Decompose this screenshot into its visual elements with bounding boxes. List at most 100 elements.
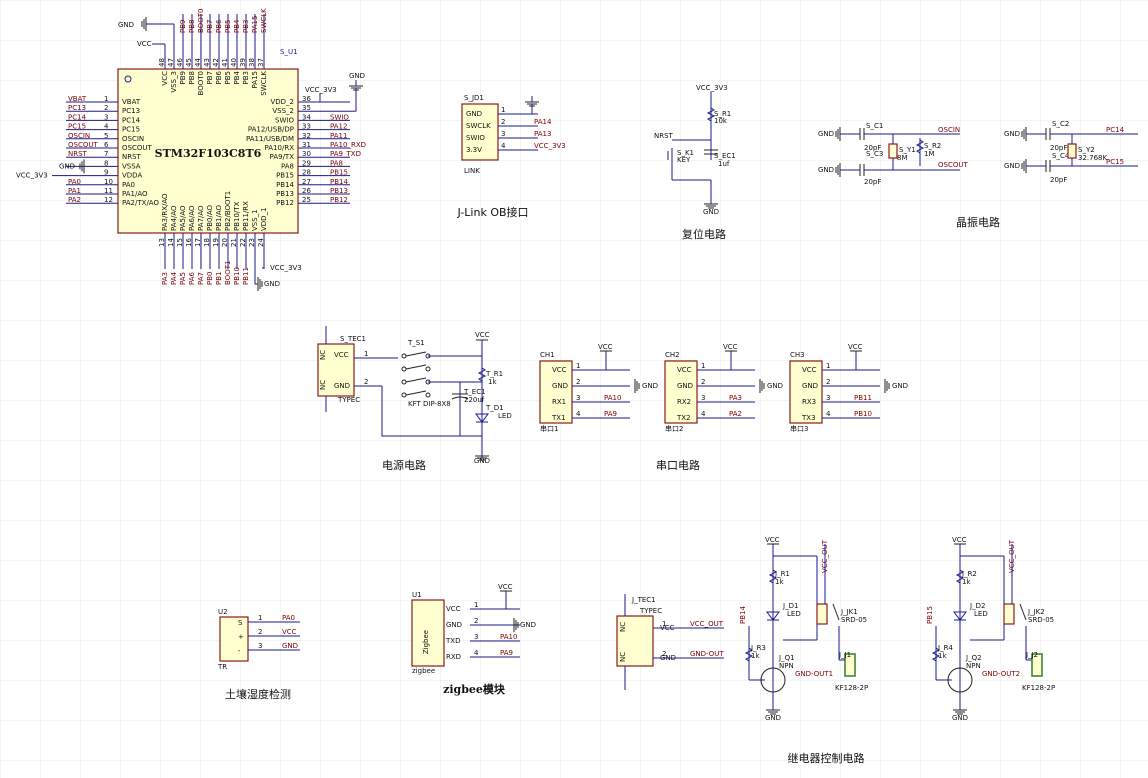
terminal-value: KF128-2P: [835, 684, 868, 692]
terminal-value: KF128-2P: [1022, 684, 1055, 692]
mcu-pin-num: 24: [257, 238, 265, 247]
mcu-pin-name: PA7/AO: [197, 205, 205, 231]
typec-nc-label: NC: [319, 380, 327, 390]
xtal-cap-value: 20pF: [864, 178, 881, 186]
mcu-net-right-label: SWIO: [330, 113, 349, 121]
zigbee-pin-name: GND: [446, 621, 462, 629]
pin-num: 4: [474, 649, 479, 657]
mcu-net-top-label: PA15: [251, 16, 259, 33]
power-wire: [381, 386, 482, 437]
gnd-net-label: GND: [818, 166, 834, 174]
relay-typec-designator: J_TEC1: [631, 596, 656, 604]
pin-num: 3: [258, 642, 262, 650]
reset-r-designator: S_R1: [714, 110, 731, 118]
led-icon: [953, 611, 967, 621]
typec-type: TYPEC: [337, 396, 360, 404]
mcu-net-bottom-label: PB1: [215, 272, 223, 285]
mcu-pin-name: PC15: [122, 126, 140, 134]
relay-r-value: 1k: [775, 578, 784, 586]
jlink-designator: S_JD1: [464, 94, 484, 102]
resistor-icon: [915, 139, 925, 154]
relay-r-value: 1k: [962, 578, 971, 586]
mcu-pin-name: VDDA: [122, 172, 142, 180]
mcu-pin-num: 3: [104, 113, 108, 121]
mcu-vdd1-wire: [262, 267, 265, 269]
switch-lever-icon: [405, 351, 427, 357]
relay-r-value: 1k: [751, 652, 760, 660]
led-icon: [766, 611, 780, 621]
mcu-pin-name: PA0: [122, 181, 135, 189]
gnd-net-label: GND: [892, 382, 908, 390]
mcu-pin-name: PA6/AO: [188, 205, 196, 231]
uart-pin-name: VCC: [677, 366, 692, 374]
section-title-crystal: 晶振电路: [956, 215, 1000, 229]
soil-label: TR: [217, 663, 227, 671]
crystal-value: 32.768K: [1078, 154, 1107, 162]
uart-net-label: PB11: [854, 394, 872, 402]
gnd-net-label: GND: [59, 162, 75, 170]
mcu-pin-name: VSS_2: [272, 107, 294, 115]
mcu-pin-num: 27: [302, 178, 311, 186]
mcu-pin-num: 30: [302, 150, 311, 158]
mcu-net-bottom-label: PA5: [179, 272, 187, 285]
mcu-net-top-label: SWCLK: [260, 8, 268, 33]
mcu-net-top-label: PB4: [233, 19, 241, 33]
mcu-pin-name: PB15: [276, 172, 294, 180]
uart-net-label: PB10: [854, 410, 872, 418]
mcu-pin-num: 2: [104, 104, 108, 112]
gnd-net-label: GND: [765, 714, 781, 722]
mcu-pin-name: PA11/USB/DM: [246, 135, 294, 143]
section-title-reset: 复位电路: [682, 227, 726, 241]
pin-num: 3: [701, 394, 705, 402]
mcu-pin-name: VBAT: [122, 98, 141, 106]
mcu-pin-num: 32: [302, 132, 311, 140]
typec-nc-label: NC: [319, 350, 327, 360]
uart-header-body: [664, 360, 698, 424]
typec-pin-name: VCC: [334, 351, 349, 359]
uart-pin-name: GND: [802, 382, 818, 390]
mcu-pin-name: PB1/AO: [215, 204, 223, 231]
crystal-icon: [888, 143, 898, 159]
mcu-pin-name: PA2/TX/AO: [122, 199, 159, 207]
switch-lever-icon: [405, 364, 427, 370]
mcu-pin-num: 7: [104, 150, 108, 158]
typec-nc-label: NC: [619, 652, 627, 662]
gnd-net-label: GND: [703, 208, 719, 216]
switch-contact-icon: [425, 366, 431, 372]
relay-gndout-label: GND-OUT2: [982, 670, 1020, 678]
pin-num: 2: [258, 628, 262, 636]
section-title-power: 电源电路: [382, 458, 426, 472]
gnd-net-label: GND: [642, 382, 658, 390]
mcu-pin-num: 26: [302, 187, 311, 195]
section-title-uart: 串口电路: [656, 459, 700, 472]
uart-net-label: PA10: [604, 394, 621, 402]
crystal-value: 8M: [897, 154, 908, 162]
mcu-pin-num: 10: [104, 178, 113, 186]
relay-r-designator: J_R3: [750, 644, 766, 652]
uart-designator: CH2: [665, 351, 680, 359]
jlink-label: LINK: [464, 167, 480, 175]
gnd-net-label: GND: [767, 382, 783, 390]
mcu-pin-num: 8: [104, 159, 108, 167]
mcu-pin-num: 43: [203, 58, 211, 67]
jlink-pin-name: SWIO: [466, 134, 485, 142]
mcu-pin-num: 38: [248, 58, 256, 67]
mcu-net-top-label: PB3: [242, 20, 250, 33]
mcu-net-top-label: BOOT0: [197, 9, 205, 33]
resistor-icon: [706, 107, 716, 122]
gnd-net-label: GND: [474, 457, 490, 465]
relay-switch-icon: [832, 603, 840, 621]
mcu-pin-name: BOOT0: [197, 71, 205, 95]
mcu-pin-name: PB8: [188, 71, 196, 84]
pin-num: 1: [474, 601, 478, 609]
mcu-net-right-label: PB14: [330, 178, 348, 186]
relay-designator: J_JK2: [1027, 608, 1045, 616]
xtal-net-label: OSCIN: [938, 126, 960, 134]
reset-vcc-label: VCC_3V3: [696, 84, 728, 92]
reset-cap-value: 1uf: [718, 160, 730, 168]
mcu-pin-num: 28: [302, 169, 311, 177]
mcu-pin-num: 25: [302, 196, 311, 204]
zigbee-pin-name: TXD: [445, 637, 460, 645]
mcu-designator: S_U1: [280, 48, 298, 56]
mcu-net-top-label: PB6: [215, 19, 223, 33]
